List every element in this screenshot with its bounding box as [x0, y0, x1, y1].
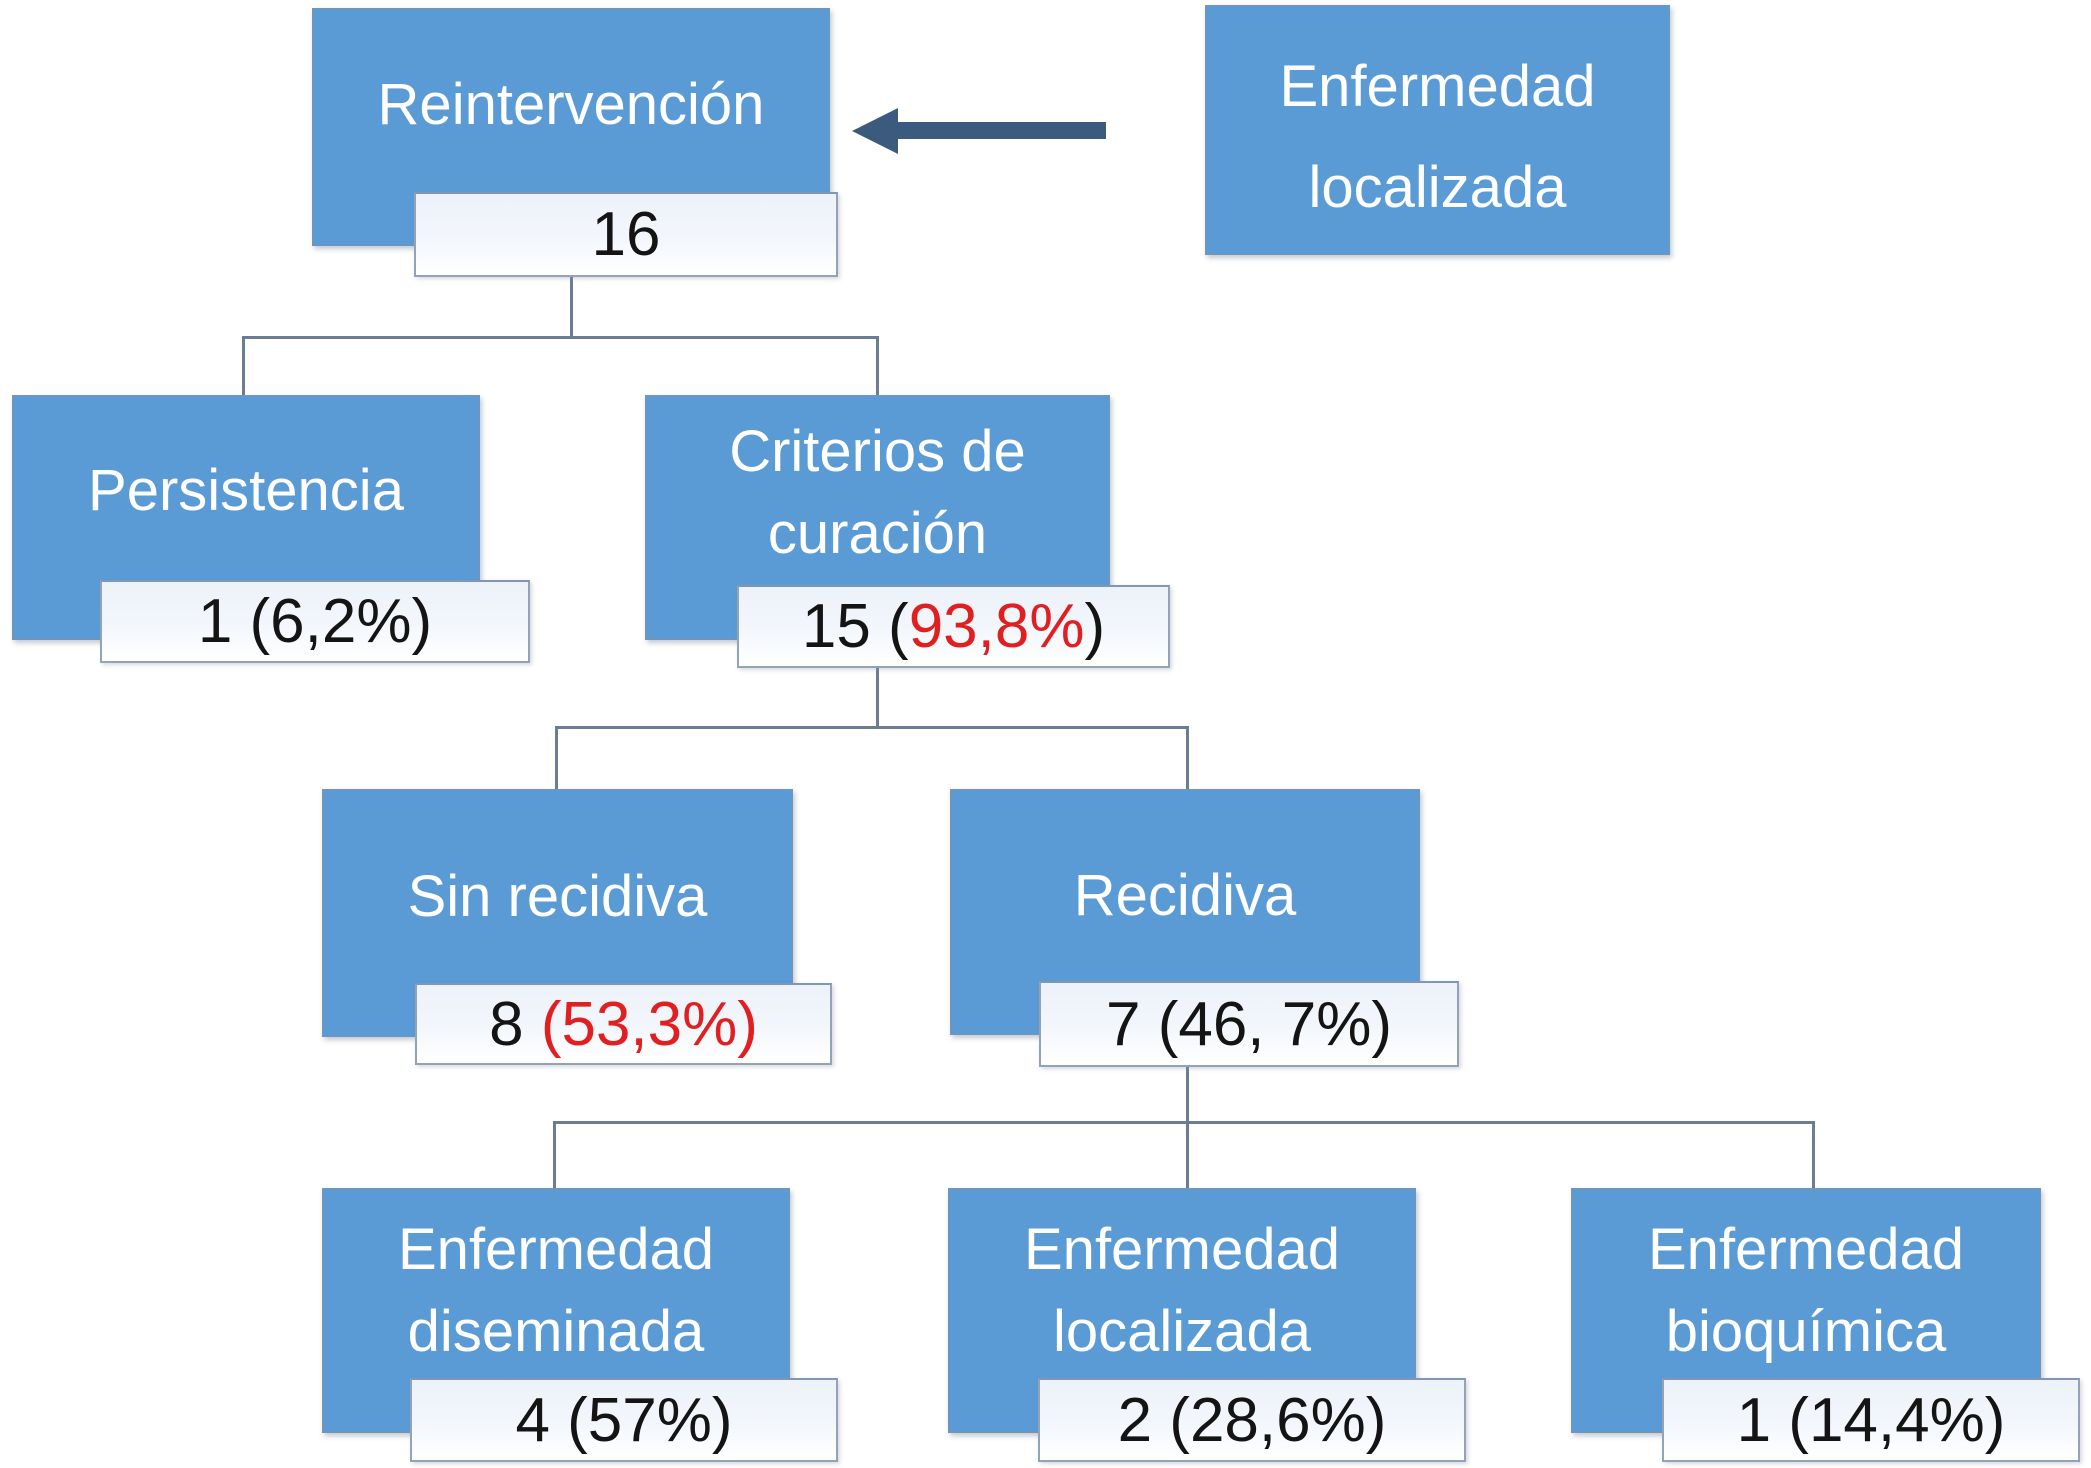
connector-l3-drop-middle [1186, 1121, 1189, 1191]
node-criterios-curacion-value: 15 (93,8%) [801, 592, 1106, 661]
node-reintervencion-value: 16 [591, 200, 661, 269]
node-criterios-label-line2: curación [767, 500, 988, 566]
arrow-left-icon [852, 108, 898, 154]
node-enf-bioquimica-label-line1: Enfermedad [1648, 1217, 1964, 1283]
node-criterios-curacion-value-box: 15 (93,8%) [737, 585, 1170, 668]
node-enfermedad-bioquimica-value: 1 (14,4%) [1736, 1385, 2006, 1455]
node-recidiva-value: 7 (46, 7%) [1105, 989, 1393, 1059]
origin-arrow-shaft [896, 122, 1106, 139]
connector-l3-drop-left [553, 1121, 556, 1191]
node-origin-label-line1: Enfermedad [1279, 53, 1596, 119]
connector-l1-drop-left [242, 336, 245, 397]
node-sin-recidiva-value-box: 8 (53,3%) [415, 983, 832, 1065]
node-enfermedad-localizada-origin: Enfermedad localizada [1205, 5, 1670, 255]
node-reintervencion-label: Reintervención [377, 72, 765, 138]
connector-l3-stem [1186, 1065, 1189, 1123]
connector-l3-drop-right [1812, 1121, 1815, 1191]
connector-l1-horizontal [242, 336, 879, 339]
connector-l2-stem [876, 668, 879, 728]
node-enfermedad-localizada-value: 2 (28,6%) [1117, 1385, 1387, 1455]
node-persistencia-value: 1 (6,2%) [197, 587, 433, 656]
node-enfermedad-diseminada-value-box: 4 (57%) [410, 1378, 838, 1462]
node-enfermedad-bioquimica-value-box: 1 (14,4%) [1662, 1378, 2080, 1462]
connector-l2-horizontal [555, 726, 1189, 729]
node-persistencia-label: Persistencia [88, 457, 404, 523]
node-enf-diseminada-label-line1: Enfermedad [398, 1217, 714, 1283]
node-enf-localizada-label-line1: Enfermedad [1024, 1217, 1340, 1283]
node-recidiva-value-box: 7 (46, 7%) [1039, 981, 1459, 1067]
connector-l1-stem [570, 277, 573, 338]
node-sin-recidiva-label: Sin recidiva [407, 864, 708, 930]
connector-l3-horizontal [553, 1121, 1815, 1124]
node-sin-recidiva-value: 8 (53,3%) [489, 989, 758, 1059]
node-enfermedad-localizada-value-box: 2 (28,6%) [1038, 1378, 1466, 1462]
node-enfermedad-diseminada: Enfermedad diseminada [322, 1188, 790, 1433]
node-recidiva-label: Recidiva [1073, 863, 1297, 929]
node-enfermedad-diseminada-value: 4 (57%) [515, 1385, 733, 1455]
node-criterios-label-line1: Criterios de [729, 419, 1026, 485]
connector-l2-drop-right [1186, 726, 1189, 792]
node-enf-bioquimica-label-line2: bioquímica [1665, 1298, 1947, 1364]
node-reintervencion-value-box: 16 [414, 192, 838, 277]
connector-l1-drop-right [876, 336, 879, 397]
node-enf-diseminada-label-line2: diseminada [407, 1298, 705, 1364]
node-enf-localizada-label-line2: localizada [1053, 1298, 1311, 1364]
node-persistencia-value-box: 1 (6,2%) [100, 580, 530, 663]
node-origin-label-line2: localizada [1308, 155, 1567, 220]
connector-l2-drop-left [555, 726, 558, 792]
node-recidiva: Recidiva [950, 789, 1420, 1035]
